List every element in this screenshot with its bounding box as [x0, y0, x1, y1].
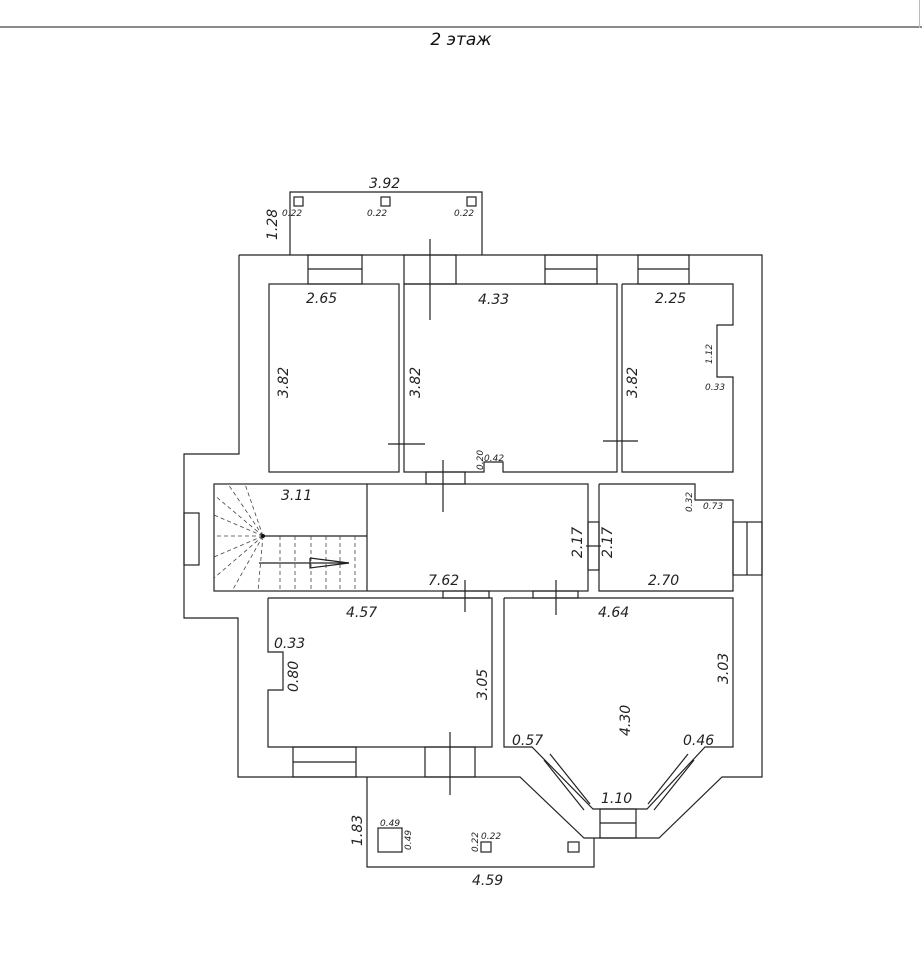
room-2: [403, 283, 618, 473]
room-1: [268, 283, 400, 473]
page-edge: [919, 0, 920, 28]
bottom-windows: [292, 732, 695, 839]
dim-label: 0.32: [685, 492, 695, 512]
column: [377, 827, 403, 853]
doorway: [425, 471, 466, 485]
dim-label: 1.83: [350, 815, 366, 846]
vent-boxes-top: [293, 196, 477, 207]
dim-label: 7.62: [428, 573, 459, 589]
dim-label: 0.49: [404, 830, 414, 850]
dim-label: 1.28: [265, 209, 281, 240]
dim-label: 0.22: [481, 832, 501, 842]
dim-label: 0.42: [484, 454, 504, 464]
dim-label: 4.57: [346, 605, 377, 621]
left-window: [183, 512, 200, 566]
dim-label: 4.59: [472, 873, 503, 889]
floor-title: 2 этаж: [430, 30, 492, 50]
dim-label: 3.82: [625, 367, 641, 398]
bottom-balcony: [366, 777, 595, 868]
dim-label: 0.22: [282, 209, 302, 219]
dim-label: 2.65: [306, 291, 337, 307]
dim-label: 4.30: [618, 705, 634, 736]
header-divider: [0, 26, 922, 28]
dim-label: 4.33: [478, 292, 509, 308]
dim-label: 2.17: [570, 527, 586, 558]
room-4: [267, 597, 493, 748]
dim-label: 0.46: [683, 733, 714, 749]
dim-label: 3.82: [276, 367, 292, 398]
dim-label: 2.25: [655, 291, 686, 307]
dim-label: 0.80: [286, 661, 302, 692]
dim-label: 0.22: [454, 209, 474, 219]
dim-label: 3.05: [475, 669, 491, 700]
room-5: [503, 597, 734, 810]
staircase: [213, 483, 367, 592]
top-windows: [307, 239, 690, 320]
dim-label: 4.64: [598, 605, 629, 621]
dim-label: 3.92: [369, 176, 400, 192]
hall: [213, 483, 589, 592]
dim-label: 2.17: [600, 527, 616, 558]
top-balcony: [289, 191, 483, 255]
dim-label: 0.33: [705, 383, 725, 393]
dim-label: 1.10: [601, 791, 632, 807]
dim-label: 0.22: [471, 832, 481, 852]
room-3: [621, 283, 734, 473]
dim-label: 0.33: [274, 636, 305, 652]
dim-label: 0.73: [703, 502, 723, 512]
dim-label: 3.03: [716, 653, 732, 684]
dim-label: 1.12: [705, 344, 715, 364]
dim-label: 0.20: [476, 450, 486, 470]
dim-label: 0.49: [380, 819, 400, 829]
dim-label: 2.70: [648, 573, 679, 589]
outer-wall: [183, 254, 763, 839]
small-room: [598, 483, 734, 592]
dim-label: 3.82: [408, 367, 424, 398]
dim-label: 0.22: [367, 209, 387, 219]
dim-label: 0.57: [512, 733, 543, 749]
dim-label: 3.11: [281, 488, 312, 504]
